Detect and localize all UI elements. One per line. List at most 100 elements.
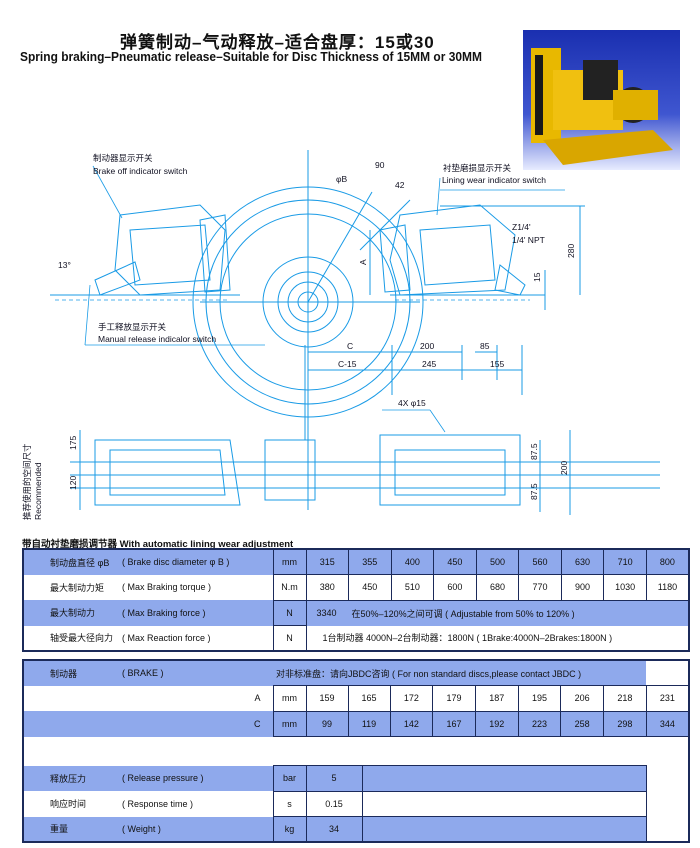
dim-label: C [23, 711, 273, 737]
prop-label-en: ( Release pressure ) [119, 765, 273, 791]
table-row: 重量 ( Weight ) kg 34 [23, 816, 689, 843]
dim-angle: 13° [58, 260, 71, 270]
value-cell: 187 [474, 685, 519, 712]
dim-label: A [23, 685, 273, 711]
value-cell: 600 [433, 574, 477, 601]
row-label-en: ( Max Braking torque ) [119, 574, 273, 600]
product-photo [523, 30, 680, 170]
value-cell: 167 [432, 710, 476, 737]
value-cell: 315 [305, 548, 350, 575]
dim-90: 90 [375, 160, 385, 170]
value-cell: 165 [347, 685, 391, 712]
dim-280: 280 [566, 244, 576, 258]
dim-175: 175 [68, 436, 78, 450]
table-row: C mm 99 119 142 167 192 223 258 298 344 [23, 710, 690, 737]
dim-42: 42 [395, 180, 405, 190]
unit-cell: s [272, 790, 307, 817]
dim-87-5-bottom: 87.5 [529, 483, 539, 500]
value-cell: 192 [474, 710, 519, 737]
dim-120: 120 [68, 476, 78, 490]
dim-phi-b: φB [336, 174, 348, 184]
value-cell: 560 [518, 548, 562, 575]
value-cell: 1030 [603, 574, 647, 601]
recommended-en: Recommended [33, 462, 43, 520]
spacer-row [23, 736, 689, 766]
value-cell: 630 [560, 548, 605, 575]
brake-label-cn: 制动器 [23, 660, 119, 686]
unit-cell: N.m [272, 574, 307, 601]
brake-off-en: Brake off indicator switch [93, 166, 188, 176]
row-label-cn: 制动盘直径 φB [23, 549, 119, 575]
row-label-en: ( Max Braking force ) [119, 600, 273, 626]
table-subtitle: 带自动衬垫磨损调节器 With automatic lining wear ad… [22, 539, 294, 550]
brake-table: 制动器 ( BRAKE ) 对非标准盘：请向JBDC咨询 ( For non s… [22, 659, 690, 843]
note-cell: 1台制动器 4000N–2台制动器：1800N ( 1Brake:4000N–2… [306, 625, 689, 651]
row-label-cn: 轴受最大径向力 [23, 625, 119, 651]
table-row: A mm 159 165 172 179 187 195 206 218 231 [23, 685, 690, 712]
value-cell: 142 [389, 710, 434, 737]
table-row: 制动盘直径 φB ( Brake disc diameter φ B ) mm … [23, 548, 690, 575]
brake-photo-image [531, 48, 673, 165]
unit-cell: mm [272, 685, 307, 712]
title-en: Spring braking–Pneumatic release–Suitabl… [20, 49, 482, 64]
value-cell: 206 [560, 685, 605, 712]
dim-200-vertical: 200 [559, 461, 569, 475]
value-cell: 5 [305, 765, 363, 792]
value-cell: 34 [305, 816, 363, 843]
value-cell: 0.15 [305, 790, 363, 817]
brake-label-en: ( BRAKE ) [119, 660, 273, 686]
value-cell: 159 [305, 685, 349, 712]
prop-label-cn: 重量 [23, 816, 119, 842]
prop-label-cn: 响应时间 [23, 791, 119, 817]
unit-cell: N [272, 599, 307, 626]
prop-label-en: ( Response time ) [119, 791, 273, 817]
dim-155: 155 [490, 359, 504, 369]
value-cell: 400 [390, 548, 435, 575]
lining-cn: 衬垫磨损显示开关 [443, 163, 512, 173]
table-row: 制动器 ( BRAKE ) 对非标准盘：请向JBDC咨询 ( For non s… [23, 660, 689, 686]
value-cell: 195 [517, 685, 562, 712]
value-cell: 119 [347, 710, 391, 737]
unit-cell: mm [272, 548, 307, 575]
manual-cn: 手工释放显示开关 [98, 322, 167, 332]
specs-table: 制动盘直径 φB ( Brake disc diameter φ B ) mm … [22, 548, 690, 652]
value-cell: 1180 [645, 574, 690, 601]
value-cell: 172 [389, 685, 434, 712]
dim-z: Z1/4' [512, 222, 531, 232]
value-cell: 258 [560, 710, 605, 737]
value-cell: 710 [603, 548, 647, 575]
manual-en: Manual release indicalor switch [98, 334, 216, 344]
table-row: 响应时间 ( Response time ) s 0.15 [23, 790, 689, 817]
brake-off-cn: 制动器显示开关 [93, 153, 153, 163]
row-label-cn: 最大制动力矩 [23, 574, 119, 600]
value-cell: 223 [517, 710, 562, 737]
value-cell: 450 [433, 548, 477, 575]
unit-cell: mm [272, 710, 307, 737]
unit-cell: bar [272, 765, 307, 792]
table-row: 释放压力 ( Release pressure ) bar 5 [23, 765, 689, 792]
value-cell: 355 [348, 548, 392, 575]
table-row: 最大制动力矩 ( Max Braking torque ) N.m 380 45… [23, 574, 690, 601]
value-cell: 231 [645, 685, 690, 712]
technical-drawing: 制动器显示开关 Brake off indicator switch 衬垫磨损显… [22, 150, 660, 520]
note-cell: 在50%–120%之间可调 ( Adjustable from 50% to 1… [348, 600, 689, 626]
lining-en: Lining wear indicator switch [442, 175, 546, 185]
dim-87-5-top: 87.5 [529, 443, 539, 460]
dim-245: 245 [422, 359, 436, 369]
value-cell: 900 [560, 574, 605, 601]
note-cell: 对非标准盘：请向JBDC咨询 ( For non standard discs,… [273, 660, 647, 686]
dim-a: A [358, 259, 368, 265]
row-label-en: ( Max Reaction force ) [119, 625, 273, 651]
prop-label-en: ( Weight ) [119, 816, 273, 842]
value-cell: 99 [305, 710, 349, 737]
value-cell: 680 [475, 574, 520, 601]
value-cell: 380 [305, 574, 350, 601]
value-cell: 450 [348, 574, 392, 601]
dim-15: 15 [532, 272, 542, 282]
value-cell: 3340 [306, 600, 349, 626]
value-cell: 298 [603, 710, 647, 737]
value-cell: 510 [390, 574, 435, 601]
value-cell: 179 [432, 685, 476, 712]
value-cell: 500 [475, 548, 520, 575]
unit-cell: kg [272, 816, 307, 843]
